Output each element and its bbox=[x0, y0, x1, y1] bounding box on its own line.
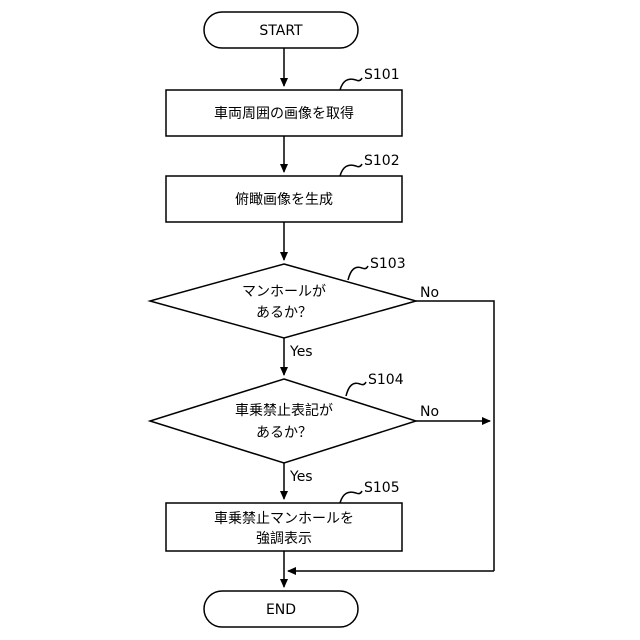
edge-s103-no bbox=[416, 301, 494, 571]
step-s101-id: S101 bbox=[364, 67, 400, 83]
end-label: END bbox=[266, 602, 296, 618]
edge-s103-yes-label: Yes bbox=[289, 344, 313, 360]
step-s101-label: 車両周囲の画像を取得 bbox=[214, 105, 354, 122]
decision-s103-leader bbox=[348, 266, 368, 280]
decision-s103: マンホールが あるか？ S103 bbox=[150, 256, 416, 338]
end-node: END bbox=[204, 591, 358, 627]
edge-s104-no-label: No bbox=[420, 404, 439, 420]
start-node: START bbox=[204, 12, 358, 48]
decision-s104: 車乗禁止表記が あるか？ S104 bbox=[150, 372, 416, 463]
decision-s103-line1: マンホールが bbox=[242, 284, 326, 300]
decision-s103-line2: あるか？ bbox=[256, 305, 312, 321]
step-s101-leader bbox=[340, 78, 362, 90]
decision-s104-line2: あるか？ bbox=[256, 425, 312, 441]
edge-s104-yes-label: Yes bbox=[289, 469, 313, 485]
decision-s104-id: S104 bbox=[368, 372, 404, 388]
step-s102-id: S102 bbox=[364, 153, 400, 169]
decision-s104-line1: 車乗禁止表記が bbox=[235, 402, 333, 419]
step-s105-leader bbox=[340, 491, 362, 503]
edge-s103-no-label: No bbox=[420, 285, 439, 301]
start-label: START bbox=[259, 23, 303, 39]
step-s105-line2: 強調表示 bbox=[256, 531, 312, 547]
step-s105-line1: 車乗禁止マンホールを bbox=[214, 510, 354, 527]
step-s105-id: S105 bbox=[364, 480, 400, 496]
decision-s104-leader bbox=[346, 382, 366, 396]
decision-s103-id: S103 bbox=[370, 256, 406, 272]
step-s102-leader bbox=[340, 164, 362, 176]
step-s102-label: 俯瞰画像を生成 bbox=[235, 192, 333, 208]
